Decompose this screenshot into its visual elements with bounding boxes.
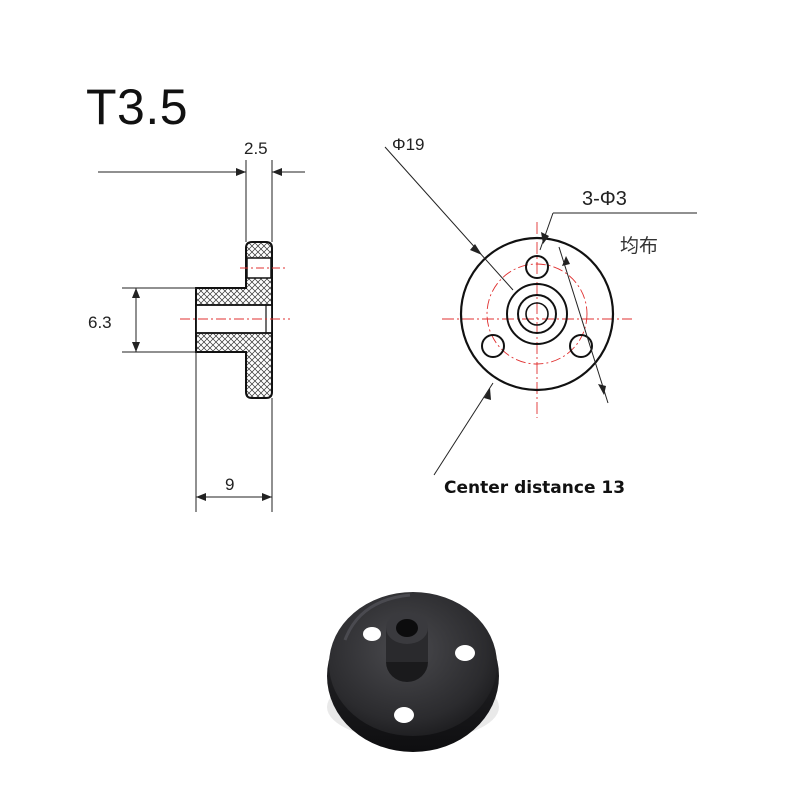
- dim-center-distance: [433, 382, 494, 476]
- side-view: 2.5: [88, 139, 305, 512]
- dim-thickness: 2.5: [98, 139, 305, 242]
- dim-bore-label: 6.3: [88, 313, 112, 332]
- front-view: Φ19 3-Φ3 均布: [384, 135, 697, 476]
- dim-pitch: [558, 246, 609, 404]
- center-distance-caption: Center distance 13: [444, 478, 626, 498]
- hub-outline: [506, 283, 568, 345]
- dim-holes: 3-Φ3 均布: [539, 188, 697, 257]
- photo-hole-2: [455, 645, 475, 661]
- part-photo: [327, 592, 499, 752]
- dim-length: 9: [195, 352, 273, 512]
- dim-length-label: 9: [225, 475, 234, 494]
- dim-diameter: Φ19: [384, 135, 514, 291]
- dim-holes-label: 3-Φ3: [582, 188, 627, 210]
- dim-bore: 6.3: [88, 287, 196, 353]
- dim-holes-note: 均布: [620, 235, 658, 257]
- mounting-hole-top: [525, 255, 549, 279]
- photo-hole-3: [394, 707, 414, 723]
- flange-outline: [459, 236, 615, 392]
- mounting-hole-right: [569, 334, 593, 358]
- dim-diameter-label: Φ19: [392, 135, 424, 154]
- dim-thickness-label: 2.5: [244, 139, 268, 158]
- photo-hole-1: [363, 627, 381, 641]
- mounting-hole-left: [481, 334, 505, 358]
- model-title: T3.5: [86, 79, 189, 135]
- side-section: [180, 241, 290, 399]
